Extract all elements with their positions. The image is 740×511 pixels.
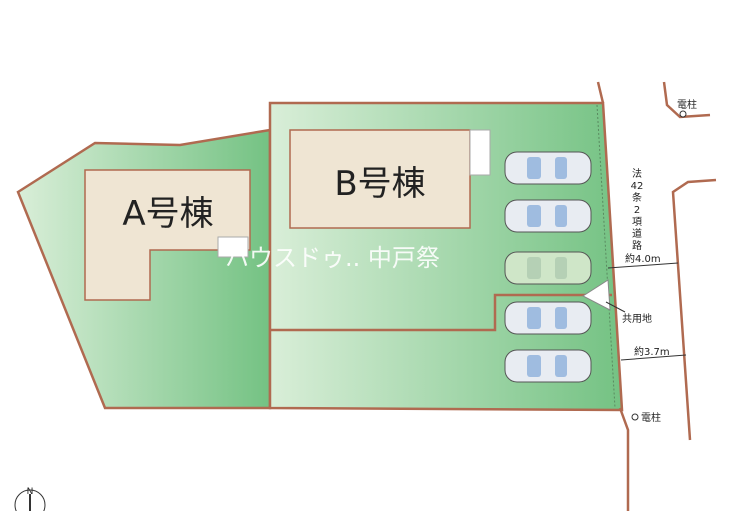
utility-pole-label: 電柱 bbox=[677, 98, 697, 111]
shared-land-label: 共用地 bbox=[622, 312, 652, 325]
north-arrow-icon: N bbox=[14, 487, 46, 511]
watermark: ハウスドゥ.. 中戸祭 bbox=[225, 244, 440, 272]
svg-text:2: 2 bbox=[634, 205, 640, 216]
car bbox=[504, 151, 592, 185]
setback-line bbox=[596, 104, 616, 409]
building-b bbox=[289, 129, 471, 229]
lot-divider bbox=[270, 293, 612, 332]
parking-cars bbox=[504, 151, 592, 383]
building-a bbox=[84, 169, 251, 301]
car bbox=[504, 349, 592, 383]
building-b-label: B号棟 bbox=[334, 164, 425, 204]
road-width-south: 約3.7m bbox=[634, 345, 670, 358]
utility-pole-label: 電柱 bbox=[641, 411, 661, 424]
car bbox=[504, 301, 592, 335]
building-a-label: A号棟 bbox=[122, 194, 213, 234]
road-edges bbox=[596, 81, 717, 511]
utility-pole-icon bbox=[679, 110, 687, 118]
svg-text:道: 道 bbox=[632, 227, 642, 240]
dimension-north bbox=[607, 262, 679, 269]
svg-text:42: 42 bbox=[631, 181, 644, 192]
svg-text:N: N bbox=[27, 487, 34, 497]
shared-land-marker bbox=[582, 279, 611, 311]
svg-text:条: 条 bbox=[632, 191, 642, 204]
road-width-north: 約4.0m bbox=[625, 252, 661, 265]
svg-text:法: 法 bbox=[632, 167, 642, 180]
road-label: 法 42 条 2 項 道 路 bbox=[631, 167, 644, 252]
svg-text:項: 項 bbox=[632, 216, 642, 228]
svg-text:路: 路 bbox=[632, 239, 642, 252]
dimension-south bbox=[620, 354, 687, 361]
car bbox=[504, 199, 592, 233]
car bbox=[504, 251, 592, 285]
utility-pole-icon bbox=[631, 413, 639, 421]
